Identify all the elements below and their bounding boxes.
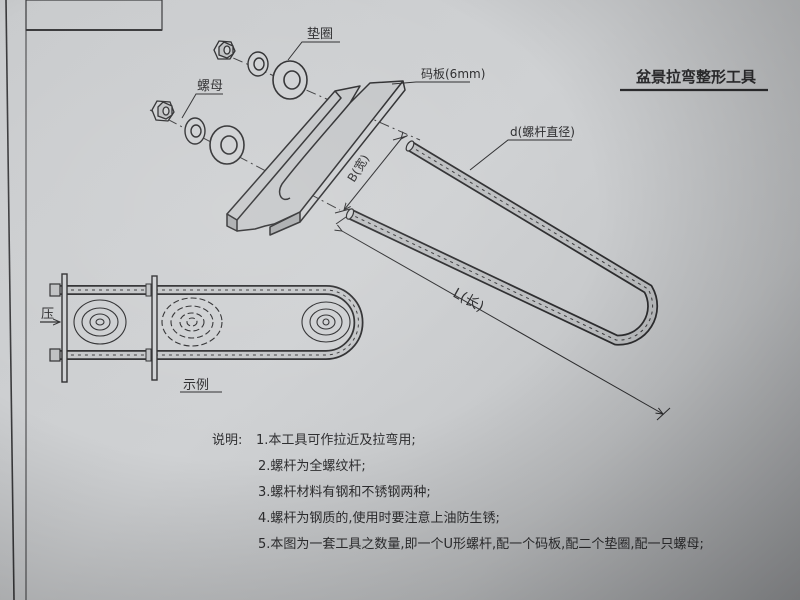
center-line <box>214 49 421 141</box>
drawing-title: 盆景拉弯整形工具 <box>635 68 756 86</box>
washer-small-lower <box>184 117 206 145</box>
rod-diameter-label: d(螺杆直径) <box>510 125 575 139</box>
washer-large-upper <box>272 60 308 100</box>
nut-upper <box>213 40 236 60</box>
washer-large-lower <box>209 125 245 165</box>
notes-heading: 说明: <box>212 433 243 448</box>
center-line-lower <box>149 109 341 211</box>
example-assembly <box>40 273 364 393</box>
note-item-2: 2.螺杆为全螺纹杆; <box>258 459 366 474</box>
washer-label: 垫圈 <box>307 26 333 42</box>
note-item-4: 4.螺杆为钢质的,使用时要注意上油防生锈; <box>258 511 500 526</box>
press-label: 压 <box>41 307 54 322</box>
length-dimension <box>336 216 671 421</box>
nut-lower <box>151 100 175 122</box>
width-dimension <box>334 136 407 214</box>
nut-label: 螺母 <box>197 79 223 94</box>
note-item-1: 1.本工具可作拉近及拉弯用; <box>256 433 416 448</box>
border-lines <box>5 0 163 600</box>
note-item-3: 3.螺杆材料有钢和不锈钢两种; <box>258 485 431 500</box>
slotted-plate <box>226 80 406 236</box>
washer-small-upper <box>247 51 269 77</box>
example-label: 示例 <box>183 378 209 393</box>
length-label: L(长) <box>450 286 486 316</box>
leader-lines <box>181 41 572 171</box>
u-bolt-rod <box>345 140 659 346</box>
note-item-5: 5.本图为一套工具之数量,即一个U形螺杆,配一个码板,配二个垫圈,配一只螺母; <box>258 537 704 552</box>
plate-label: 码板(6mm) <box>421 67 485 81</box>
